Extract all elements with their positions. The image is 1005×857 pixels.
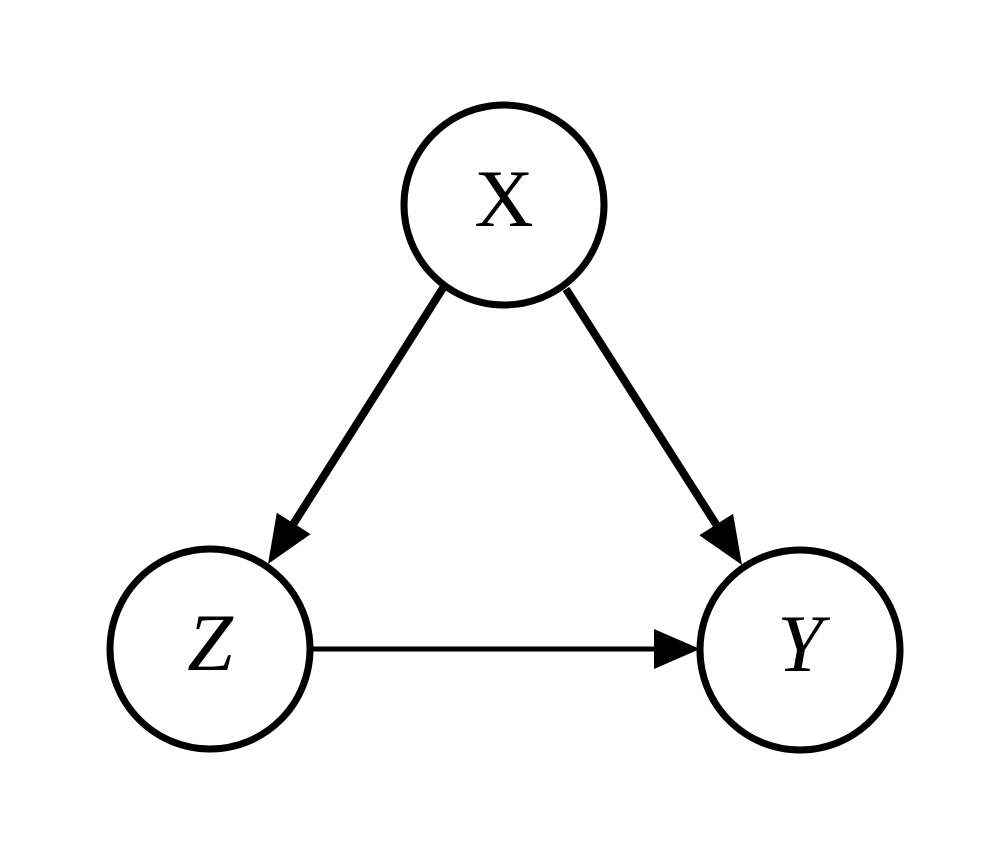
node-label-x: X <box>474 153 533 244</box>
node-label-z: Z <box>187 597 234 688</box>
node-circle-y[interactable] <box>696 546 904 754</box>
edge-line-x-to-z <box>290 285 447 526</box>
node-circle-x[interactable] <box>400 101 608 309</box>
edge-x-to-z <box>268 285 447 564</box>
nodes-layer: X Z Y <box>106 101 904 754</box>
node-z[interactable]: Z <box>106 545 314 753</box>
arrowhead-x-to-y <box>699 513 742 565</box>
node-circle-z[interactable] <box>106 545 314 753</box>
edge-line-x-to-y <box>562 286 720 527</box>
arrowhead-x-to-z <box>268 512 311 564</box>
arrowhead-z-to-y <box>654 629 700 669</box>
node-label-y: Y <box>777 598 830 689</box>
edges-layer <box>268 285 742 669</box>
edge-z-to-y <box>311 629 700 669</box>
node-y[interactable]: Y <box>696 546 904 754</box>
edge-x-to-y <box>562 286 742 565</box>
node-x[interactable]: X <box>400 101 608 309</box>
